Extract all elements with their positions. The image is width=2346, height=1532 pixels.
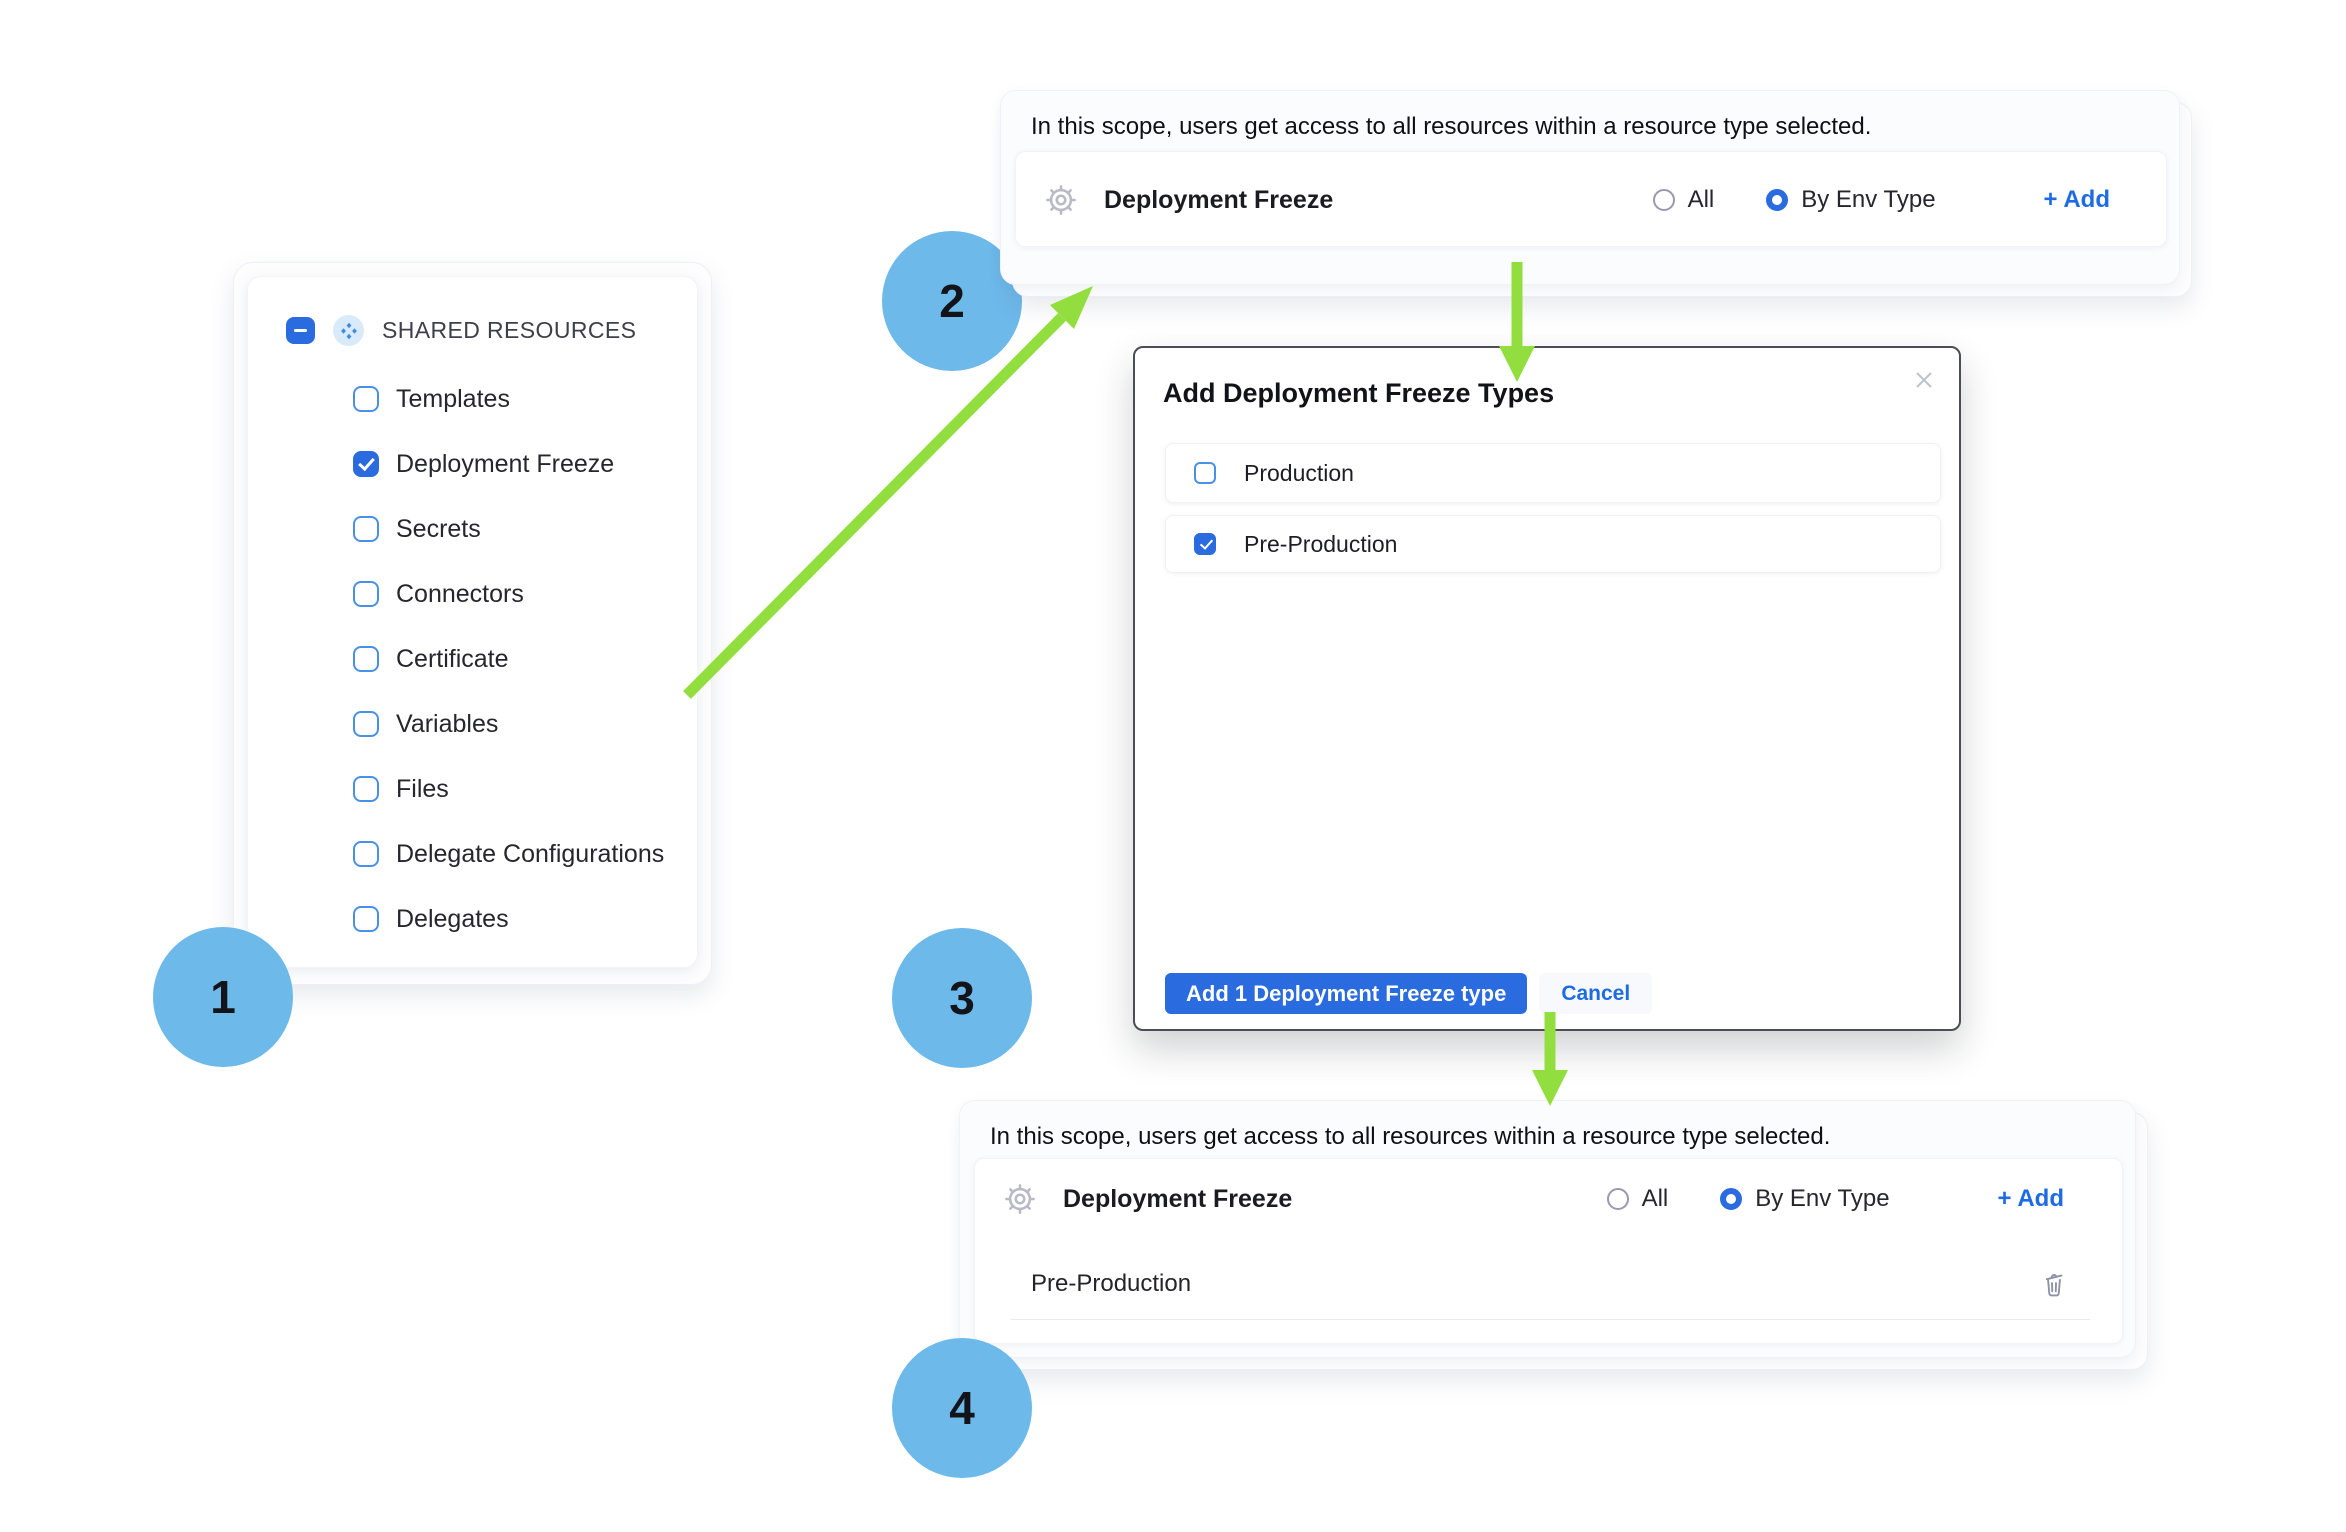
- gear-icon: [1046, 185, 1076, 215]
- trash-icon: [2045, 1274, 2063, 1297]
- shared-resources-panel: SHARED RESOURCES Templates Deployment Fr…: [233, 262, 712, 985]
- selected-freeze-type-row: Pre-Production: [975, 1249, 2122, 1319]
- resource-item-delegates[interactable]: Delegates: [353, 905, 697, 933]
- radio-all[interactable]: [1606, 1188, 1629, 1210]
- resource-item-certificate[interactable]: Certificate: [353, 645, 697, 673]
- radio-by-env-type[interactable]: [1720, 1188, 1743, 1210]
- scope-radio-group: All By Env Type: [1606, 1185, 1890, 1213]
- checkbox[interactable]: [353, 646, 379, 672]
- scope-card: In this scope, users get access to all r…: [959, 1100, 2136, 1358]
- scope-description: In this scope, users get access to all r…: [990, 1123, 1831, 1150]
- resource-item-connectors[interactable]: Connectors: [353, 580, 697, 608]
- checkbox[interactable]: [353, 581, 379, 607]
- checkbox[interactable]: [353, 776, 379, 802]
- checkbox[interactable]: [353, 516, 379, 542]
- arrow-panel1-to-panel2: [683, 286, 1093, 699]
- step-badge-4: 4: [892, 1338, 1032, 1478]
- freeze-option-production[interactable]: Production: [1165, 443, 1941, 503]
- checkbox[interactable]: [353, 906, 379, 932]
- modal-title: Add Deployment Freeze Types: [1163, 378, 1555, 408]
- resource-item-templates[interactable]: Templates: [353, 385, 697, 413]
- shared-resources-card: SHARED RESOURCES Templates Deployment Fr…: [247, 276, 698, 968]
- deployment-freeze-row-card: Deployment Freeze All By Env Type + Add: [1015, 151, 2167, 247]
- resource-item-variables[interactable]: Variables: [353, 710, 697, 738]
- resource-type-name: Deployment Freeze: [1063, 1184, 1293, 1213]
- step-badge-3: 3: [892, 928, 1032, 1068]
- deployment-freeze-row-card: Deployment Freeze All By Env Type + Add …: [974, 1158, 2123, 1344]
- resource-item-deployment-freeze[interactable]: Deployment Freeze: [353, 450, 697, 478]
- step-badge-1: 1: [153, 927, 293, 1067]
- close-icon[interactable]: [1909, 366, 1939, 396]
- shared-resources-header: SHARED RESOURCES: [248, 277, 697, 346]
- checkbox[interactable]: [353, 386, 379, 412]
- resource-item-delegate-configurations[interactable]: Delegate Configurations: [353, 840, 697, 868]
- add-button[interactable]: + Add: [2043, 186, 2110, 213]
- deployment-freeze-row: Deployment Freeze All By Env Type + Add: [975, 1159, 2122, 1239]
- scope-panel-top: In this scope, users get access to all r…: [1000, 90, 2192, 297]
- resource-type-list: Templates Deployment Freeze Secrets Conn…: [353, 385, 697, 933]
- scope-radio-group: All By Env Type: [1652, 186, 1936, 214]
- checkbox[interactable]: [353, 841, 379, 867]
- add-freeze-type-button[interactable]: Add 1 Deployment Freeze type: [1165, 973, 1528, 1014]
- shared-resources-icon: [333, 315, 364, 346]
- resource-type-name: Deployment Freeze: [1104, 185, 1334, 214]
- divider: [1011, 1319, 2090, 1320]
- add-freeze-types-modal: Add Deployment Freeze Types Production P…: [1133, 346, 1961, 1031]
- delete-button[interactable]: [2042, 1271, 2066, 1297]
- checkbox[interactable]: [1194, 533, 1216, 555]
- add-button[interactable]: + Add: [1997, 1185, 2064, 1212]
- deployment-freeze-row: Deployment Freeze All By Env Type + Add: [1016, 152, 2166, 248]
- panel-title: SHARED RESOURCES: [382, 317, 637, 343]
- scope-description: In this scope, users get access to all r…: [1031, 113, 1872, 140]
- checkbox[interactable]: [353, 711, 379, 737]
- checkbox[interactable]: [353, 451, 379, 477]
- gear-icon: [1005, 1184, 1035, 1214]
- scope-panel-bottom: In this scope, users get access to all r…: [959, 1100, 2148, 1370]
- radio-by-env-type[interactable]: [1766, 189, 1789, 211]
- collapse-button[interactable]: [286, 317, 315, 344]
- minus-icon: [294, 328, 307, 333]
- resource-item-files[interactable]: Files: [353, 775, 697, 803]
- modal-footer: Add 1 Deployment Freeze type Cancel: [1165, 973, 1653, 1014]
- cancel-button[interactable]: Cancel: [1539, 973, 1653, 1014]
- freeze-option-pre-production[interactable]: Pre-Production: [1165, 515, 1941, 573]
- checkbox[interactable]: [1194, 462, 1216, 484]
- radio-all[interactable]: [1652, 189, 1675, 211]
- resource-item-secrets[interactable]: Secrets: [353, 515, 697, 543]
- scope-card: In this scope, users get access to all r…: [1000, 90, 2180, 285]
